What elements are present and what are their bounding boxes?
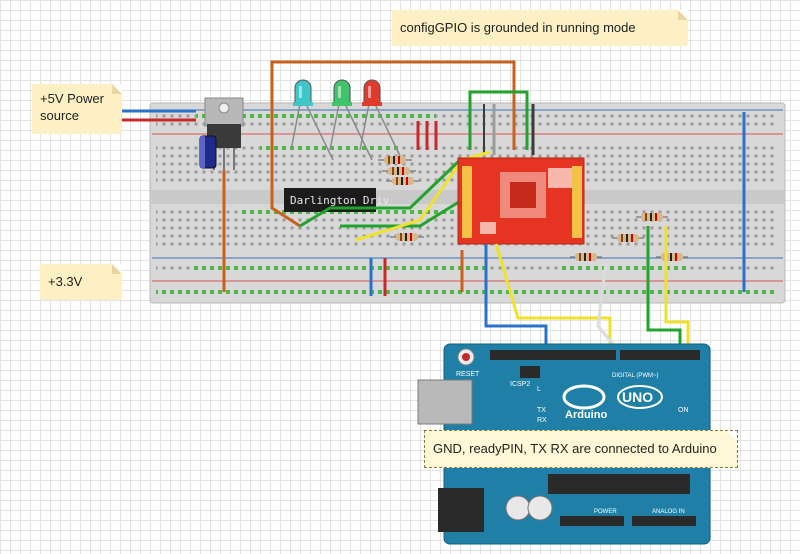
note-arduino: GND, readyPIN, TX RX are connected to Ar… <box>424 430 738 468</box>
wifi-module <box>457 157 585 245</box>
l-label: L <box>537 386 541 393</box>
note-power-source: +5V Power source <box>32 84 122 134</box>
on-label: ON <box>678 407 689 414</box>
analog-label: ANALOG IN <box>652 509 685 515</box>
led-red <box>359 79 403 161</box>
resistors <box>378 156 688 261</box>
yellow-wire-tx <box>494 243 612 350</box>
blue-wire-gnd <box>484 244 548 350</box>
model-label: UNO <box>622 389 653 405</box>
red-jumpers <box>383 121 438 296</box>
power-label: POWER <box>594 509 617 515</box>
brand-label: Arduino <box>565 409 607 421</box>
reset-label: RESET <box>456 371 480 378</box>
arduino-uno: RESET ICSP2 DIGITAL (PWM~) Arduino UNO O… <box>417 343 711 545</box>
note-power-line1: +5V Power <box>40 91 104 106</box>
note-config-gpio: configGPIO is grounded in running mode <box>392 10 688 46</box>
icsp-label: ICSP2 <box>510 381 530 388</box>
yellow-wire-diag <box>355 150 491 242</box>
capacitor <box>199 135 217 169</box>
note-arduino-text: GND, readyPIN, TX RX are connected to Ar… <box>433 441 717 456</box>
green-wire-rx <box>646 226 682 350</box>
led-green <box>329 79 373 161</box>
green-wire-top <box>468 90 529 150</box>
note-power-line2: source <box>40 108 80 123</box>
note-config-gpio-text: configGPIO is grounded in running mode <box>400 20 636 35</box>
ic-label: Darlington Driv <box>290 194 390 207</box>
yellow-wire-rx <box>664 226 690 350</box>
green-wire-diag-2 <box>340 198 463 228</box>
breadboard <box>149 102 786 304</box>
power-input-wires <box>122 109 196 122</box>
led-cyan <box>290 79 334 161</box>
leds <box>290 79 403 161</box>
grey-wire-ready <box>596 261 620 351</box>
note-3v3-text: +3.3V <box>48 274 83 289</box>
digital-label: DIGITAL (PWM~) <box>612 373 659 379</box>
rx-label: RX <box>537 417 547 424</box>
note-3v3: +3.3V <box>40 264 122 300</box>
tx-label: TX <box>537 407 546 414</box>
green-wire-diag-1 <box>299 158 462 228</box>
